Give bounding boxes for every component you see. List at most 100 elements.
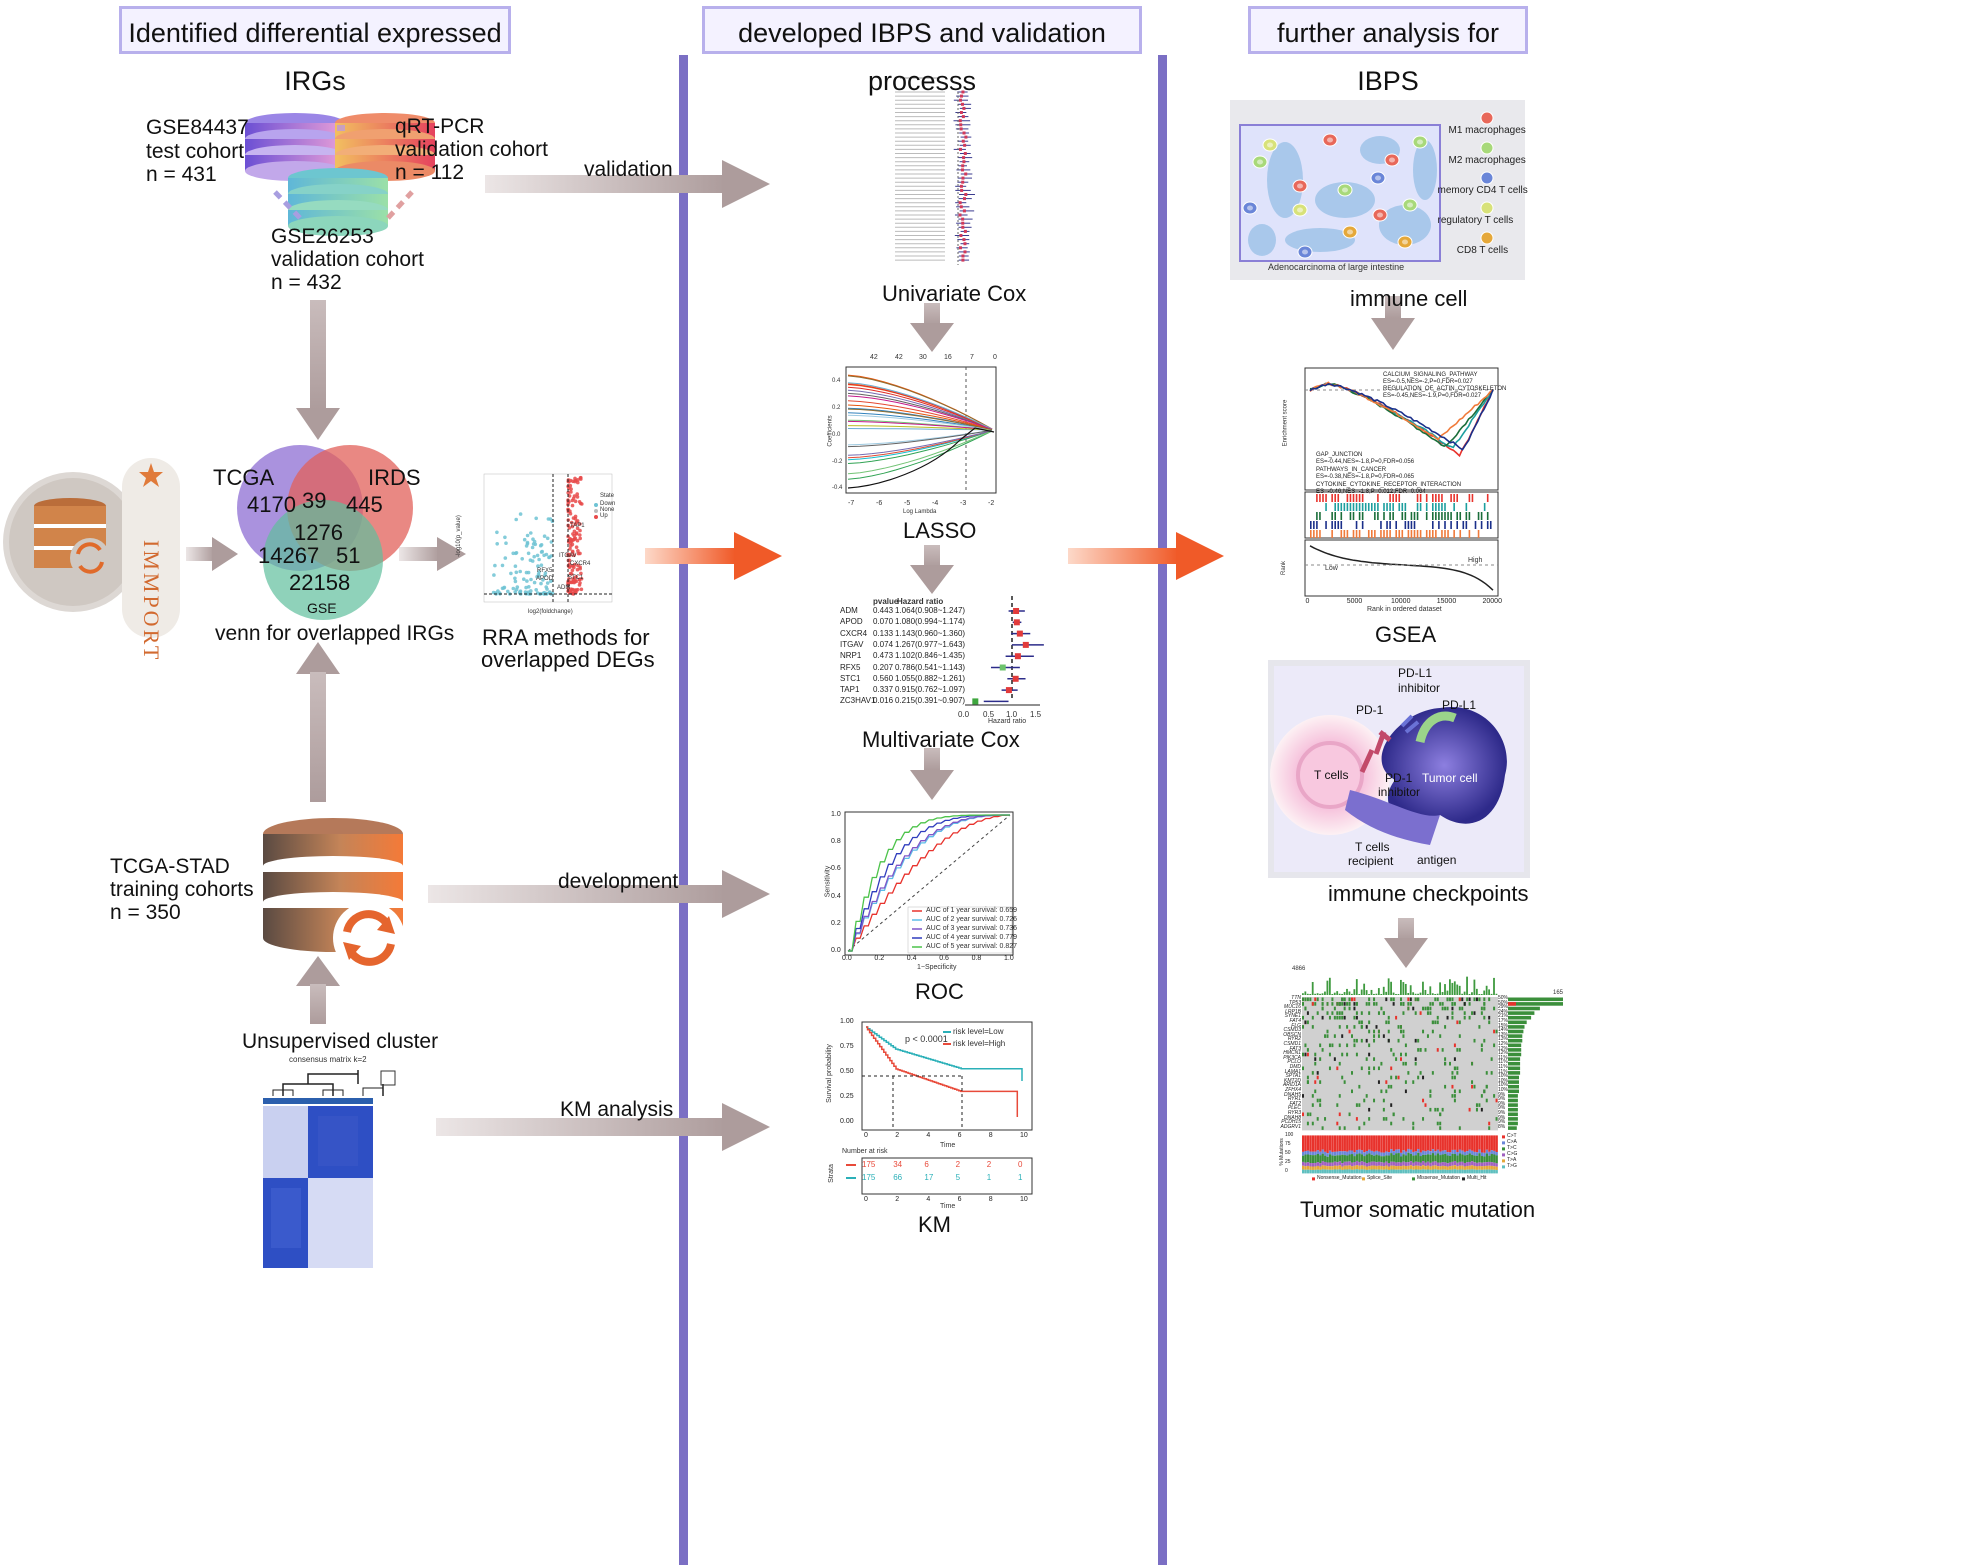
- oncoplot-cell: [1392, 997, 1395, 1002]
- km-ytick: 0.50: [840, 1068, 854, 1075]
- oncoplot-cell: [1373, 1038, 1376, 1043]
- oncoplot-cell: [1417, 997, 1420, 1002]
- oncoplot-cell: [1338, 1011, 1341, 1015]
- volcano-point: [568, 589, 572, 594]
- gsea-hit-bar: [1441, 494, 1443, 502]
- oncoplot-top-bar: [1302, 993, 1304, 995]
- univariate-row-point: [961, 90, 965, 94]
- oncoplot-cell: [1412, 1121, 1415, 1126]
- oncoplot-titv-segment: [1331, 1166, 1334, 1170]
- oncoplot-titv-segment: [1321, 1153, 1324, 1162]
- volcano-point: [570, 591, 575, 596]
- oncoplot-cell: [1302, 1112, 1304, 1117]
- volcano-point: [577, 500, 582, 504]
- oncoplot-cell: [1453, 1002, 1456, 1006]
- oncoplot-titv-segment: [1456, 1135, 1459, 1152]
- gsea-hit-bar: [1386, 503, 1388, 511]
- gsea-term-label: CYTOKINE_CYTOKINE_RECEPTOR_INTERACTION: [1316, 482, 1462, 488]
- volcano-point: [580, 502, 584, 506]
- oncoplot-top-bar: [1368, 993, 1370, 995]
- gsea-hit-bar: [1386, 530, 1388, 538]
- gsea-hit-bar: [1407, 530, 1410, 538]
- oncoplot-cell: [1319, 1103, 1322, 1107]
- oncoplot-titv-segment: [1444, 1135, 1447, 1151]
- volcano-point: [530, 545, 535, 550]
- oncoplot-cell: [1417, 1048, 1420, 1052]
- multivariate-col-hr: Hazard ratio: [897, 597, 944, 606]
- multivariate-gene-label: ADM: [840, 606, 858, 615]
- oncoplot-titv-segment: [1390, 1165, 1393, 1170]
- volcano-legend-down: Down: [600, 501, 616, 507]
- oncoplot-top-bar: [1400, 979, 1402, 995]
- lasso-path: [847, 427, 995, 489]
- oncoplot-titv-segment: [1458, 1169, 1462, 1174]
- oncoplot-titv-segment: [1404, 1155, 1408, 1163]
- oncoplot-cell: [1304, 1043, 1307, 1048]
- oncoplot-cell: [1429, 1006, 1432, 1011]
- gsea-hit-bar: [1432, 494, 1434, 502]
- oncoplot-cell: [1336, 1002, 1339, 1006]
- oncoplot-top-bar: [1311, 981, 1314, 995]
- gsea-hit-bar: [1471, 494, 1474, 502]
- oncoplot-gene-pct: 24%: [1498, 1008, 1509, 1015]
- oncoplot-cell: [1444, 1057, 1447, 1061]
- oncoplot-titv-segment: [1306, 1150, 1310, 1155]
- oncoplot-gene-pct: 11%: [1498, 1068, 1508, 1075]
- oncoplot-cell: [1338, 1061, 1341, 1066]
- oncoplot-titv-segment: [1331, 1162, 1334, 1167]
- oncoplot-gene-bar: [1508, 1121, 1518, 1126]
- univariate-row-point: [962, 197, 966, 201]
- volcano-point: [573, 522, 578, 526]
- gsea-hit-bar: [1398, 503, 1401, 511]
- oncoplot-cell: [1390, 1066, 1393, 1071]
- oncoplot-titv-segment: [1392, 1135, 1395, 1152]
- oncoplot-cell: [1321, 1015, 1324, 1020]
- oncoplot-titv-segment: [1390, 1161, 1393, 1166]
- oncoplot-cell: [1319, 1043, 1322, 1048]
- oncoplot-titv-segment: [1336, 1151, 1339, 1156]
- oncoplot-top-bar: [1493, 977, 1495, 995]
- oncoplot-top-bar: [1392, 992, 1395, 995]
- oncoplot-gene-bar: [1508, 1080, 1519, 1084]
- oncoplot-cell: [1417, 1075, 1420, 1080]
- lasso-path: [847, 412, 993, 431]
- oncoplot-titv-segment: [1478, 1135, 1481, 1150]
- oncoplot-cell: [1377, 1011, 1380, 1015]
- univariate-row-point: [962, 156, 966, 160]
- univariate-row-point: [964, 193, 968, 196]
- multivariate-gene-label: CXCR4: [840, 628, 868, 638]
- oncoplot-cell: [1306, 1121, 1309, 1126]
- volcano-xlabel: log2(foldchange): [528, 609, 573, 615]
- oncoplot-cell: [1407, 1006, 1410, 1011]
- oncoplot-cell: [1458, 1020, 1461, 1025]
- oncoplot-gene-label: DNAH8: [1284, 1114, 1301, 1121]
- oncoplot-pct-tick: 100: [1285, 1132, 1294, 1139]
- oncoplot-cell: [1431, 1002, 1434, 1006]
- oncoplot-cell: [1387, 1038, 1390, 1043]
- gsea-hit-bar: [1340, 512, 1343, 520]
- oncoplot-gene-label: RYR1: [1287, 1096, 1301, 1103]
- gsea-hit-bar: [1389, 512, 1391, 520]
- oncoplot-top-bar: [1353, 989, 1356, 995]
- checkpoint-t-cells: T cells: [1314, 768, 1349, 782]
- oncoplot-titv-segment: [1461, 1154, 1464, 1162]
- oncoplot-gene-bar: [1508, 1002, 1563, 1006]
- km-risk-xtick: 10: [1020, 1196, 1028, 1203]
- gsea-hit-bar: [1349, 503, 1352, 511]
- oncoplot-cell: [1306, 1080, 1309, 1084]
- gsea-plot: [1304, 367, 1499, 597]
- oncoplot-gene-pct: 21%: [1498, 1013, 1509, 1020]
- venn-count-all: 1276: [294, 520, 343, 545]
- oncoplot-titv-segment: [1346, 1151, 1349, 1156]
- oncoplot-titv-segment: [1353, 1135, 1356, 1153]
- lasso-path: [847, 430, 993, 475]
- gsea-hit-bar: [1395, 494, 1397, 502]
- lasso-path: [847, 395, 993, 430]
- gsea-term-label: ES=-0.38,NES=-1.8,P=0,FDR=0.065: [1316, 474, 1415, 480]
- roc-ytick: 0.6: [831, 865, 841, 873]
- oncoplot-titv-segment: [1424, 1135, 1427, 1152]
- oncoplot-titv-segment: [1373, 1165, 1376, 1170]
- gsea-hit-bar: [1425, 494, 1428, 502]
- oncoplot-cell: [1480, 1048, 1483, 1052]
- oncoplot-top-bar: [1463, 991, 1466, 995]
